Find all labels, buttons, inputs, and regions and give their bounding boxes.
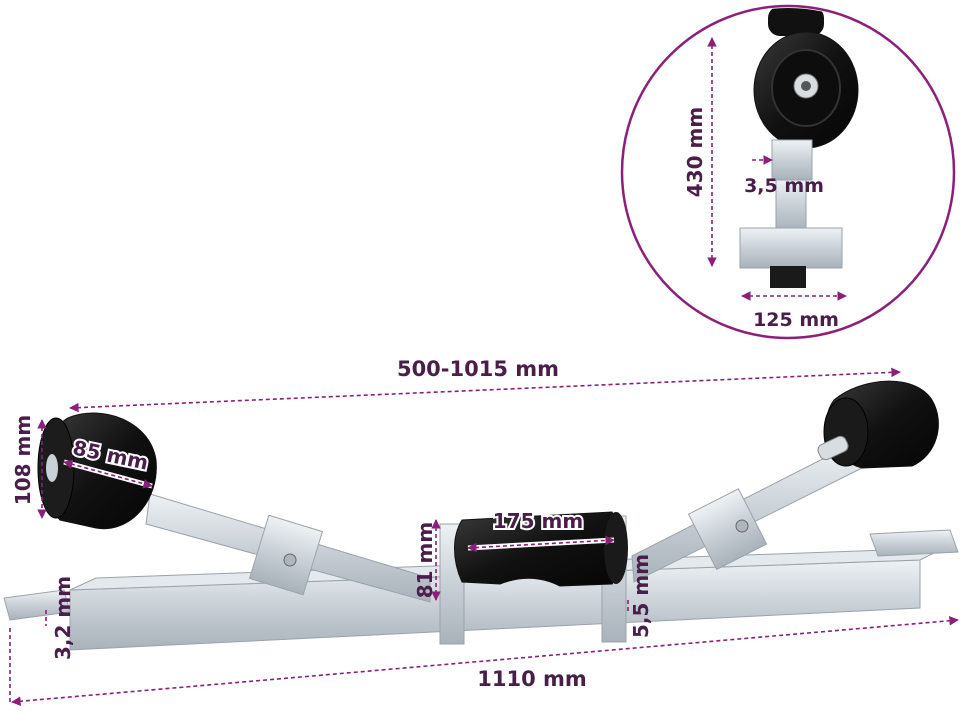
total-length-dimension-line (11, 615, 959, 707)
detail-roller-assembly (739, 8, 859, 288)
center-height-dimension: 81 mm (413, 519, 441, 601)
center-roller-width-label: 175 mm (493, 509, 583, 533)
total-length-dimension: 1110 mm (9, 615, 959, 707)
left-plate-thickness-dimension: 3,2 mm (45, 576, 75, 660)
detail-height-label: 430 mm (683, 107, 707, 197)
span-label: 500-1015 mm (397, 357, 559, 381)
center-roller-width-line (467, 535, 615, 553)
right-roller (817, 380, 939, 469)
right-plate-thickness-label: 5,5 mm (629, 554, 653, 638)
left-end-plate (3, 589, 71, 621)
main-assembly (3, 380, 959, 651)
left-plate-thickness-label: 3,2 mm (51, 576, 75, 660)
center-roller-width-dimension: 175 mm (467, 507, 615, 553)
right-arm-clamp (687, 488, 768, 571)
left-roller-width-line (63, 459, 153, 489)
left-roller-diameter-dimension: 108 mm (11, 415, 47, 519)
span-dimension-line (69, 367, 901, 413)
center-height-label: 81 mm (413, 522, 437, 598)
detail-inset: 430 mm 3,5 mm 125 mm (620, 4, 956, 340)
detail-thickness-label: 3,5 mm (744, 175, 824, 197)
total-length-label: 1110 mm (477, 667, 587, 691)
right-end-plate (869, 529, 959, 557)
right-plate-thickness-dimension: 5,5 mm (627, 554, 653, 638)
detail-base-width-label: 125 mm (753, 309, 839, 331)
left-roller-diameter-label: 108 mm (11, 415, 35, 505)
span-dimension: 500-1015 mm (69, 357, 901, 413)
